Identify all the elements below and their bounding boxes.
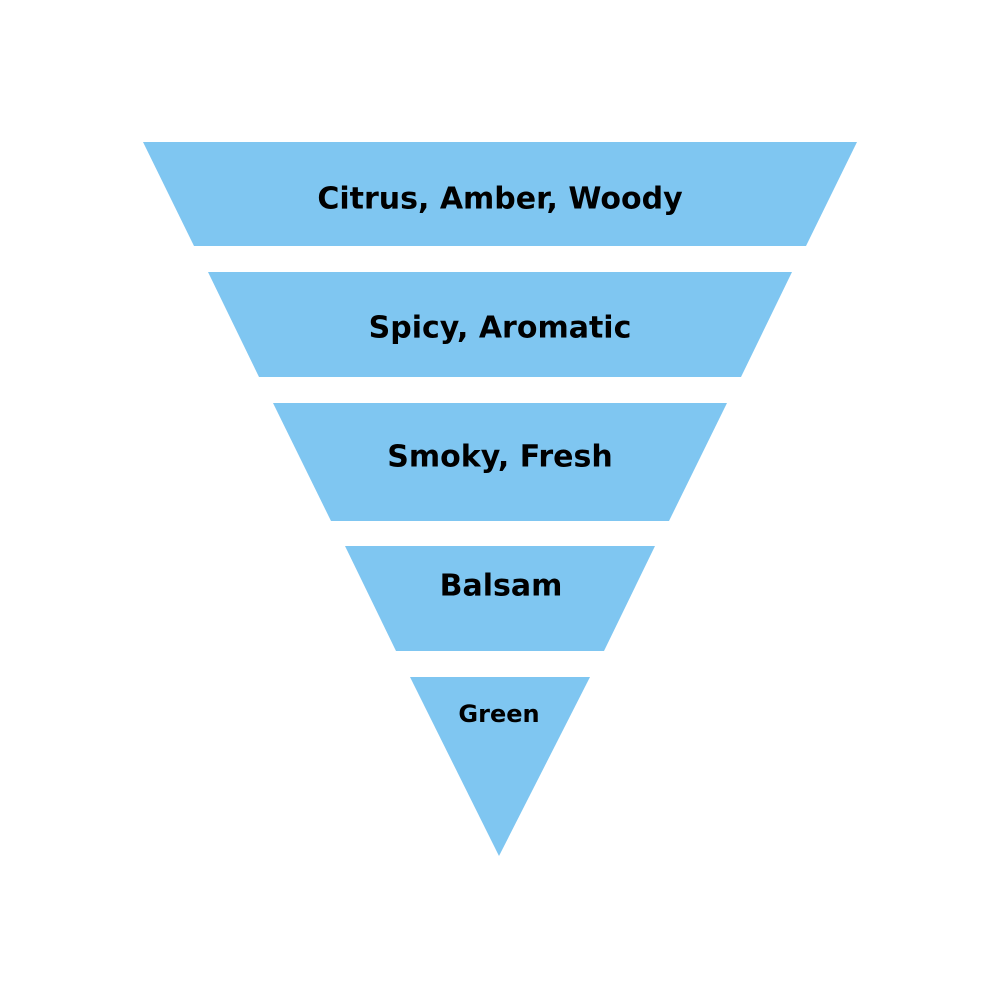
funnel-level-5-label: Green [458, 700, 539, 728]
funnel-level-3-shape [273, 403, 727, 521]
funnel-level-2-shape [208, 272, 792, 377]
funnel-level-1-label: Citrus, Amber, Woody [317, 182, 683, 217]
funnel-level-5-shape [410, 677, 590, 856]
funnel-level-4-shape [345, 546, 655, 651]
funnel-level-1-shape [143, 142, 857, 246]
funnel-level-2-label: Spicy, Aromatic [369, 311, 632, 346]
funnel-level-4-label: Balsam [440, 569, 563, 604]
funnel-level-3-label: Smoky, Fresh [387, 440, 612, 475]
